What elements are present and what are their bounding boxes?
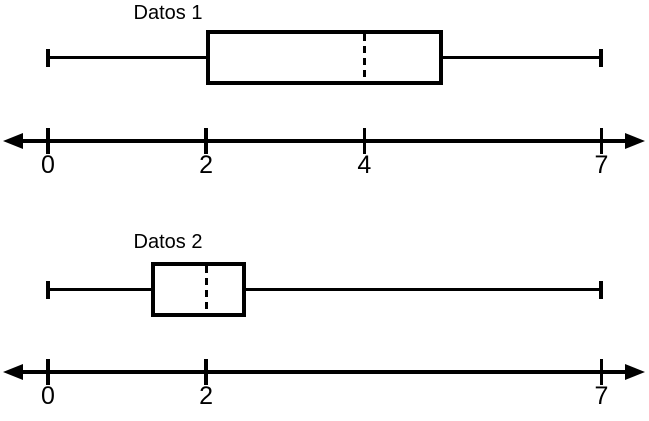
whisker-cap-max: [599, 48, 604, 67]
median-line: [362, 34, 366, 81]
axis-line: [12, 139, 637, 143]
plot-title: Datos 2: [133, 231, 203, 253]
plot-title: Datos 1: [133, 2, 203, 24]
axis-line: [12, 370, 637, 374]
boxplot-canvas: 0 2 7: [0, 210, 649, 421]
axis-tick-7: [599, 128, 604, 154]
axis-tick-4: [362, 128, 367, 154]
median-line: [204, 266, 208, 313]
axis-tick-label-7: 7: [594, 151, 609, 179]
axis-tick-label-2: 2: [199, 382, 214, 410]
axis-arrow-right-icon: [625, 363, 645, 380]
box-rect: [150, 262, 246, 317]
whisker-left-line: [48, 287, 151, 292]
whisker-right-line: [443, 55, 602, 60]
axis-tick-label-2: 2: [199, 151, 214, 179]
whisker-right-line: [245, 287, 602, 292]
whisker-cap-min: [46, 280, 50, 299]
axis-tick-7: [599, 359, 604, 385]
axis-arrow-left-icon: [3, 132, 23, 149]
axis-tick-label-0: 0: [41, 382, 55, 410]
axis-tick-label-7: 7: [594, 382, 609, 410]
axis-tick-label-4: 4: [357, 151, 372, 179]
boxplot-canvas: 0 2 4 7: [0, 0, 649, 210]
boxplot-datos-1: Datos 1 0 2 4 7: [0, 0, 649, 210]
axis-arrow-left-icon: [3, 363, 23, 380]
whisker-cap-max: [599, 280, 604, 299]
axis-tick-label-0: 0: [41, 151, 55, 179]
box-rect: [206, 30, 444, 85]
axis-arrow-right-icon: [625, 132, 645, 149]
whisker-left-line: [48, 55, 207, 60]
whisker-cap-min: [46, 48, 50, 67]
axis-tick-0: [46, 359, 50, 385]
axis-tick-0: [46, 128, 50, 154]
boxplot-datos-2: Datos 2 0 2 7: [0, 210, 649, 421]
axis-tick-2: [204, 359, 208, 385]
axis-tick-2: [204, 128, 208, 154]
